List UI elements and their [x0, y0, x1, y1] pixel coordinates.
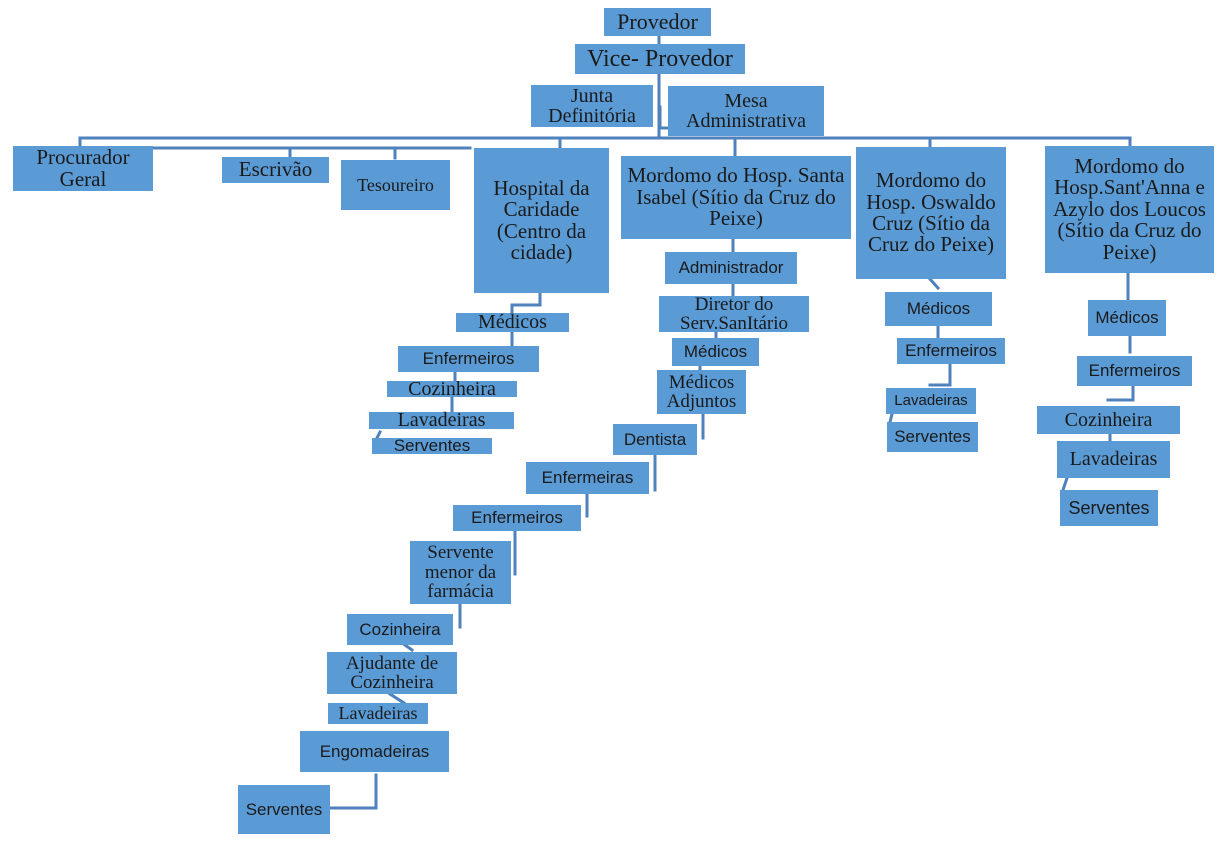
- santanna-enfermeiros-box: Enfermeiros: [1077, 356, 1192, 386]
- santanna-lavadeiras-box: Lavadeiras: [1057, 441, 1170, 478]
- vice-provedor-box: Vice- Provedor: [575, 44, 745, 74]
- santa-isabel-lavadeiras-box: Lavadeiras: [328, 703, 428, 724]
- connector: [888, 412, 894, 424]
- caridade-medicos-box: Médicos: [456, 312, 569, 333]
- mesa-administrativa-box: Mesa Administrativa: [668, 86, 824, 136]
- santanna-serventes-box: Serventes: [1060, 490, 1158, 526]
- santa-isabel-enfermeiros-box: Enfermeiros: [453, 505, 581, 531]
- hospital-caridade-box: Hospital da Caridade (Centro da cidade): [474, 148, 609, 293]
- santa-isabel-enfermeiras-box: Enfermeiras: [526, 462, 649, 494]
- santa-isabel-medicos-box: Médicos: [672, 338, 759, 366]
- caridade-cozinheira-box: Cozinheira: [387, 379, 517, 399]
- caridade-lavadeiras-box: Lavadeiras: [369, 410, 514, 431]
- connector: [387, 691, 407, 706]
- caridade-serventes-box: Serventes: [372, 437, 492, 455]
- santa-isabel-ajudante-cozinheira-box: Ajudante de Cozinheira: [327, 652, 457, 694]
- santanna-box: Mordomo do Hosp.Sant'Anna e Azylo dos Lo…: [1045, 146, 1214, 273]
- santa-isabel-medicos-adjuntos-box: Médicos Adjuntos: [657, 370, 746, 414]
- oswaldo-cruz-serventes-box: Serventes: [887, 422, 978, 452]
- oswaldo-cruz-box: Mordomo do Hosp. Oswaldo Cruz (Sítio da …: [856, 147, 1006, 279]
- santa-isabel-serventes-box: Serventes: [238, 785, 330, 834]
- connector: [1061, 476, 1069, 492]
- tesoureiro-box: Tesoureiro: [341, 160, 450, 210]
- santa-isabel-servente-farmacia-box: Servente menor da farmácia: [410, 541, 511, 604]
- santa-isabel-dentista-box: Dentista: [613, 424, 697, 455]
- santa-isabel-diretor-box: Diretor do Serv.SanItário: [659, 294, 809, 333]
- oswaldo-cruz-enfermeiros-box: Enfermeiros: [897, 338, 1005, 364]
- procurador-geral-box: Procurador Geral: [13, 146, 153, 191]
- junta-definitoria-box: Junta Definitória: [531, 85, 653, 127]
- escrivao-box: Escrivão: [222, 157, 329, 183]
- santa-isabel-administrador-box: Administrador: [665, 252, 797, 284]
- connector: [374, 429, 383, 441]
- santa-isabel-box: Mordomo do Hosp. Santa Isabel (Sítio da …: [621, 156, 851, 239]
- santa-isabel-engomadeiras-box: Engomadeiras: [300, 731, 449, 772]
- provedor-box: Provedor: [604, 8, 711, 36]
- oswaldo-cruz-lavadeiras-box: Lavadeiras: [886, 388, 976, 414]
- santa-isabel-cozinheira-box: Cozinheira: [347, 614, 453, 645]
- connector: [402, 642, 415, 653]
- caridade-enfermeiros-box: Enfermeiros: [398, 346, 539, 372]
- santanna-medicos-box: Médicos: [1088, 300, 1166, 336]
- connector: [927, 276, 941, 291]
- oswaldo-cruz-medicos-box: Médicos: [885, 292, 992, 326]
- santanna-cozinheira-box: Cozinheira: [1037, 406, 1180, 434]
